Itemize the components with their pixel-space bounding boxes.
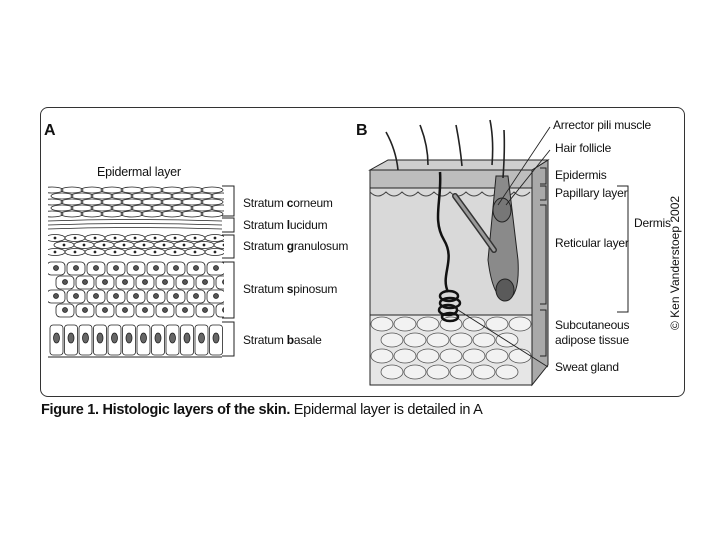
stratum-granulosum-cells <box>48 234 224 256</box>
epidermis-cells-drawing <box>48 186 224 356</box>
figure-caption: Figure 1. Histologic layers of the skin.… <box>41 402 483 418</box>
sweat-gland-coil <box>437 289 462 323</box>
label-reticular-layer: Reticular layer <box>555 236 629 250</box>
label-stratum-basale: Stratum basale <box>243 333 322 347</box>
label-dermis: Dermis <box>634 216 671 230</box>
panel-a-letter: A <box>44 122 56 139</box>
label-sweat-gland: Sweat gland <box>555 360 619 374</box>
copyright-notice: © Ken Vanderstoep 2002 <box>668 195 682 330</box>
panel-b-brackets <box>540 167 629 357</box>
stratum-corneum-cells <box>48 186 224 218</box>
stratum-spinosum-cells <box>48 261 224 318</box>
caption-text: Epidermal layer is detailed in A <box>290 402 483 418</box>
skin-block-drawing <box>368 119 550 387</box>
label-stratum-corneum: Stratum corneum <box>243 196 333 210</box>
label-arrector-pili-muscle: Arrector pili muscle <box>553 118 652 132</box>
hairs <box>385 119 506 179</box>
label-stratum-spinosum: Stratum spinosum <box>243 282 338 296</box>
stratum-basale-cells <box>49 324 223 356</box>
caption-title: Figure 1. Histologic layers of the skin. <box>41 402 291 418</box>
label-stratum-lucidum: Stratum lucidum <box>243 218 328 232</box>
label-adipose-tissue: adipose tissue <box>555 333 629 347</box>
stratum-lucidum-cells <box>48 219 223 230</box>
panel-a-brackets <box>222 185 235 357</box>
epidermal-layer-title: Epidermal layer <box>97 165 181 179</box>
label-subcutaneous: Subcutaneous <box>555 318 630 332</box>
panel-b-letter: B <box>356 122 368 139</box>
figure-frame <box>40 107 685 397</box>
panel-b-leaders <box>457 126 551 368</box>
label-papillary-layer: Papillary layer <box>555 186 628 200</box>
label-epidermis: Epidermis <box>555 168 607 182</box>
label-stratum-granulosum: Stratum granulosum <box>243 239 349 253</box>
label-hair-follicle: Hair follicle <box>555 141 612 155</box>
